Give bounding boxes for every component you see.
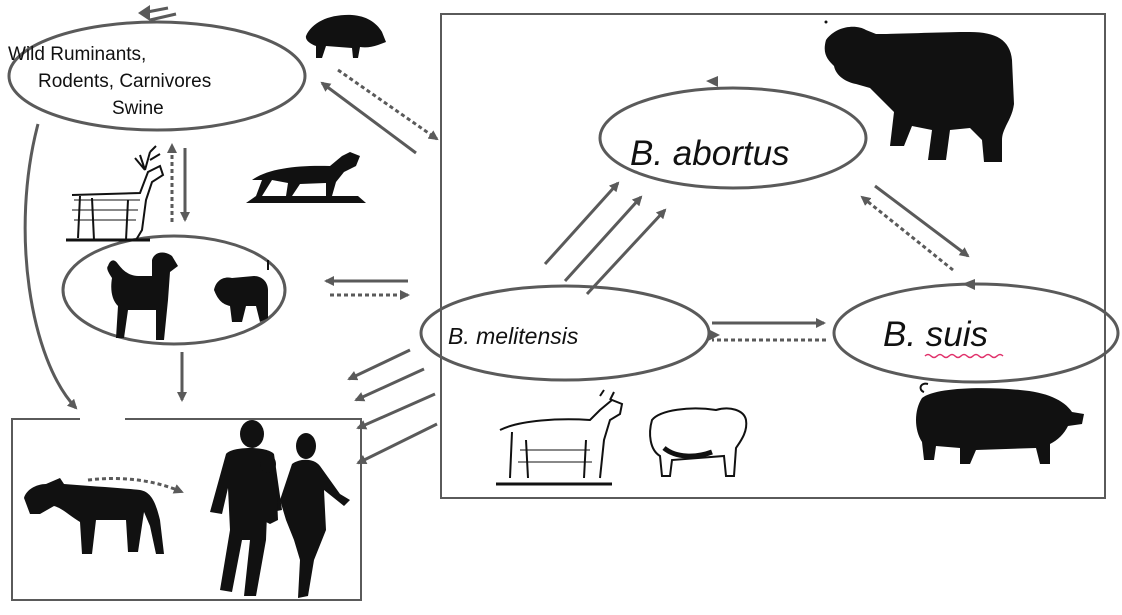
arrow-melitensis-to-abortus-3 — [587, 210, 665, 294]
humans-icon — [210, 420, 350, 598]
arrow-livestock-to-humans-3 — [358, 394, 435, 428]
suis-spellcheck-underline — [925, 355, 1003, 358]
wolf-icon — [246, 152, 366, 203]
dog-icon — [107, 253, 178, 340]
wildlife-label-line1: Wild Ruminants, — [8, 44, 146, 65]
deer-icon — [66, 146, 163, 240]
goat-icon — [496, 390, 622, 484]
wildlife-label-line3: Swine — [112, 98, 164, 119]
arrow-melitensis-to-abortus-2 — [565, 197, 641, 281]
stray-dot — [825, 21, 828, 24]
wildlife-label-line2: Rodents, Carnivores — [38, 71, 211, 92]
arrow-livestock-to-wildlife — [322, 83, 416, 153]
arrow-abortus-to-suis — [875, 186, 968, 256]
abortus-ellipse-arrowhead — [706, 76, 718, 87]
arrow-livestock-to-humans-4 — [358, 424, 437, 463]
arrow-livestock-to-humans-2 — [356, 369, 424, 400]
wildlife-top-arrowhead — [138, 5, 150, 21]
suis-ellipse-arrowhead — [962, 279, 975, 290]
abortus-label: B. abortus — [630, 134, 790, 173]
cow-icon — [825, 27, 1014, 162]
wild-boar-icon — [306, 15, 386, 58]
suis-label: B. suis — [883, 315, 988, 354]
arrow-wildlife-to-humans — [25, 124, 76, 408]
melitensis-label: B. melitensis — [448, 323, 579, 349]
horse-icon — [24, 478, 164, 554]
sheep-icon — [650, 408, 746, 476]
arrow-melitensis-to-abortus-1 — [545, 183, 618, 264]
arrow-livestock-to-humans-1 — [349, 350, 410, 379]
ferret-icon — [214, 260, 268, 322]
pig-icon — [916, 384, 1084, 464]
